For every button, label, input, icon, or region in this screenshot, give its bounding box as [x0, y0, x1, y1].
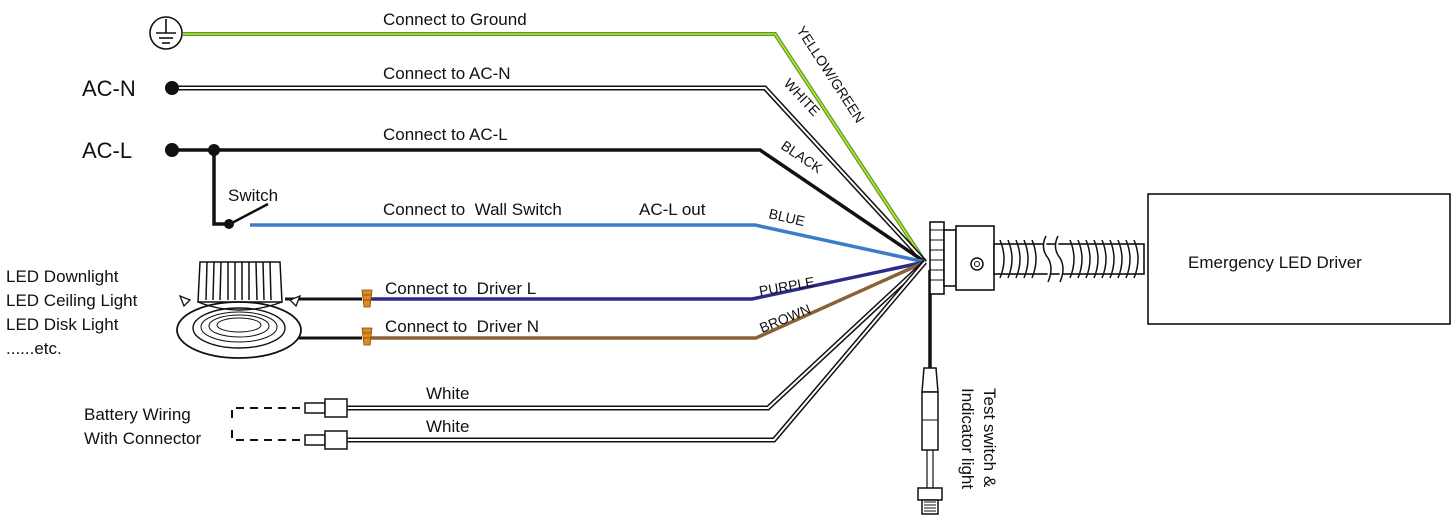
light-type-4: ......etc.	[6, 339, 62, 358]
acn-connection-label: Connect to AC-N	[383, 64, 511, 83]
acn-label: AC-N	[82, 76, 136, 101]
ground-symbol-icon	[149, 16, 183, 50]
driver-label: Emergency LED Driver	[1188, 253, 1362, 272]
flexible-conduit-icon	[993, 235, 1145, 283]
brown-wire	[370, 260, 926, 340]
test-switch-icon	[917, 367, 943, 515]
switch-label: Switch	[228, 186, 278, 205]
light-type-2: LED Ceiling Light	[6, 291, 138, 310]
wire-nut-icon	[361, 327, 373, 346]
blue-wire	[250, 223, 926, 264]
battery-connector-1	[231, 398, 348, 418]
switch-lever	[229, 202, 269, 226]
led-downlight-icon	[176, 261, 302, 359]
driver-l-connection-label: Connect to Driver L	[385, 279, 536, 298]
test-switch-label-line-2: Indicator light	[958, 388, 977, 489]
battery-wire-2	[345, 260, 927, 443]
test-switch-label-line-1: Test switch &	[980, 388, 999, 488]
battery-wire-1	[345, 260, 927, 411]
light-type-1: LED Downlight	[6, 267, 119, 286]
acl-terminal-dot	[165, 143, 179, 157]
battery-label-line-2: With Connector	[84, 429, 201, 448]
battery-connector-2	[231, 430, 348, 450]
conduit-fitting-icon	[929, 221, 995, 295]
wire-nut-icon	[361, 289, 373, 308]
acl-connection-label: Connect to AC-L	[383, 125, 508, 144]
battery-wire-1-label: White	[426, 384, 469, 403]
driver-n-connection-label: Connect to Driver N	[385, 317, 539, 336]
wall-switch-connection-label: Connect to Wall Switch	[383, 200, 562, 219]
switch-contact-dot	[224, 219, 234, 229]
battery-label-line-1: Battery Wiring	[84, 405, 191, 424]
acl-label: AC-L	[82, 138, 132, 163]
purple-wire-label: PURPLE	[758, 273, 816, 298]
neutral-wire	[172, 85, 927, 264]
brown-wire-label: BROWN	[757, 301, 813, 336]
ground-wire	[183, 32, 927, 264]
purple-wire	[370, 260, 926, 301]
acl-out-label: AC-L out	[639, 200, 706, 219]
acl-junction-dot	[208, 144, 220, 156]
acn-terminal-dot	[165, 81, 179, 95]
battery-wire-2-label: White	[426, 417, 469, 436]
switch-drop-wire	[212, 150, 228, 226]
emergency-driver-box	[1147, 193, 1451, 325]
line-wire	[172, 148, 926, 264]
blue-wire-label: BLUE	[767, 205, 806, 229]
light-type-3: LED Disk Light	[6, 315, 119, 334]
ground-connection-label: Connect to Ground	[383, 10, 527, 29]
